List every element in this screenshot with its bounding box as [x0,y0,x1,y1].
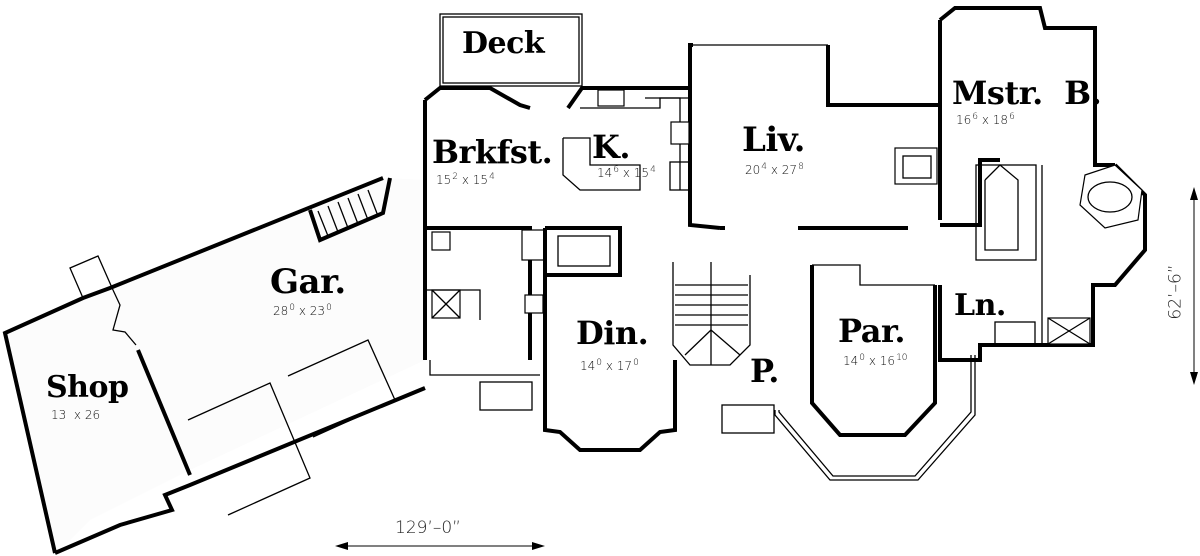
dim-height: 16 [879,354,896,368]
dim-separator: x [461,173,469,187]
dim-height: 15 [472,173,489,187]
dim-width: 14 [580,359,596,373]
dim-height-inches: 8 [798,162,804,172]
dim-separator: x [605,359,613,373]
dim-separator: x [868,354,876,368]
dim-height: 27 [781,163,798,177]
dim-width-inches: 0 [859,353,866,363]
dim-width-inches: 6 [613,165,620,175]
room-label-porch: P. [750,352,779,390]
dim-width: 28 [273,304,289,318]
overall-depth-dimension: 62’–6” [1165,264,1186,320]
room-label-master-bedroom: Mstr. B. [952,74,1102,112]
dim-width-inches: 4 [761,162,768,172]
dim-width: 13 [51,408,67,422]
room-dim-garage: 280 x 230 [273,303,332,318]
dim-width-inches: 0 [596,358,603,368]
overall-width-dimension: 129’–0” [395,518,461,538]
room-dim-parlor: 140 x 1610 [843,353,908,368]
dim-height: 17 [616,359,633,373]
dim-height-inches: 0 [633,358,639,368]
dim-height: 23 [309,304,326,318]
dim-height-inches: 6 [1009,112,1015,122]
dim-height-inches: 0 [326,303,332,313]
dim-height: 15 [633,166,650,180]
dim-width: 20 [745,163,761,177]
dim-width: 14 [843,354,859,368]
dim-separator: x [770,163,778,177]
dim-height-inches: 4 [489,172,495,182]
dim-width: 16 [956,113,972,127]
room-label-parlor: Par. [838,312,906,350]
dim-width: 15 [436,173,452,187]
dim-separator: x [298,304,306,318]
room-label-dining: Din. [576,314,649,352]
room-label-brkfst: Brkfst. [432,133,553,171]
dim-width-inches: 2 [452,172,459,182]
dim-height-inches: 10 [896,353,908,363]
room-label-deck: Deck [462,26,545,61]
dim-height: 18 [992,113,1009,127]
room-dim-living: 204 x 278 [745,162,804,177]
dim-height: 26 [84,408,101,422]
room-dim-shop: 13 x 26 [51,408,100,422]
room-label-linen: Ln. [954,288,1006,323]
dim-separator: x [981,113,989,127]
room-dim-kitchen: 146 x 154 [597,165,656,180]
dim-width: 14 [597,166,613,180]
dim-height-inches: 4 [650,165,656,175]
dim-separator: x [73,408,82,422]
room-dim-master-bedroom: 166 x 186 [956,112,1015,127]
room-label-shop: Shop [46,370,129,405]
dim-separator: x [622,166,630,180]
dim-width-inches: 6 [972,112,979,122]
room-label-kitchen: K. [592,128,630,166]
room-label-garage: Gar. [270,262,346,302]
dim-width-inches: 0 [289,303,296,313]
room-dim-dining: 140 x 170 [580,358,639,373]
room-dim-brkfst: 152 x 154 [436,172,495,187]
room-label-living: Liv. [742,120,806,160]
